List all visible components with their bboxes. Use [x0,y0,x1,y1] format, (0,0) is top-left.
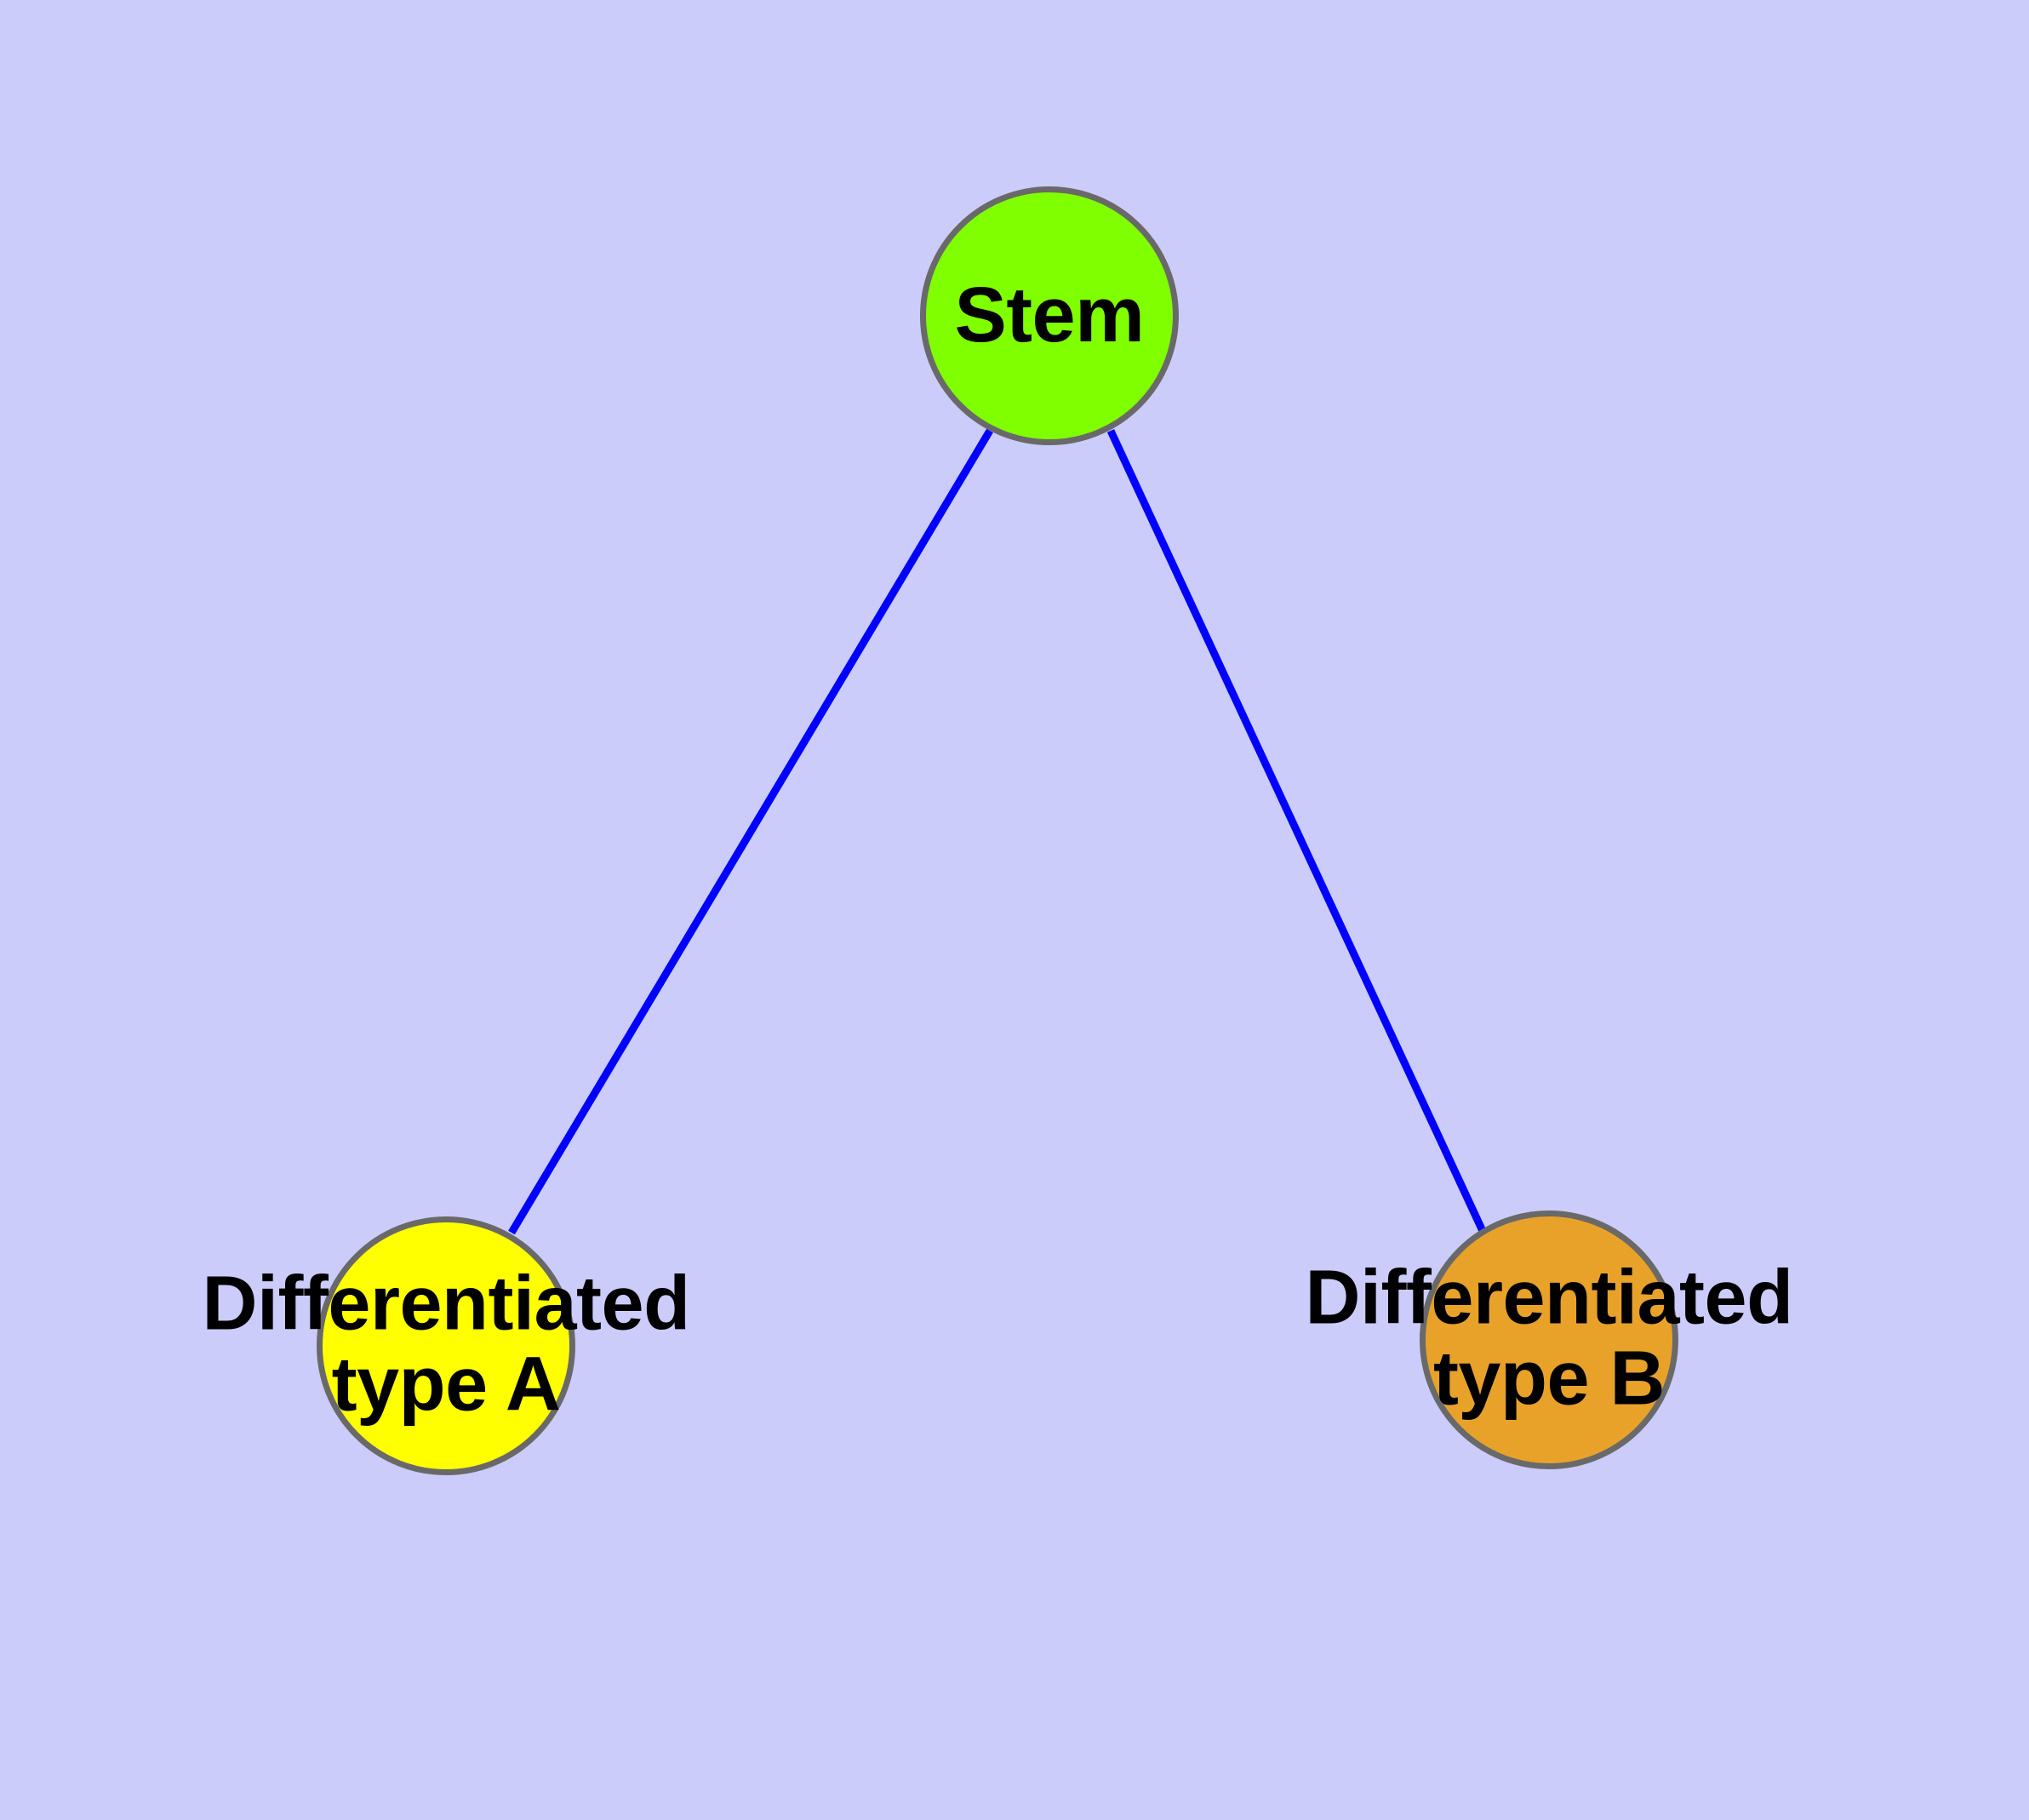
node-circle-type-a[interactable] [317,1216,575,1475]
node-layer [317,186,1678,1475]
edge-stem-to-type-b[interactable] [1106,429,1487,1233]
node-circle-type-b[interactable] [1420,1210,1678,1469]
edge-layer [508,428,1487,1235]
node-circle-stem[interactable] [920,186,1179,445]
edge-stem-to-type-a[interactable] [508,428,993,1235]
